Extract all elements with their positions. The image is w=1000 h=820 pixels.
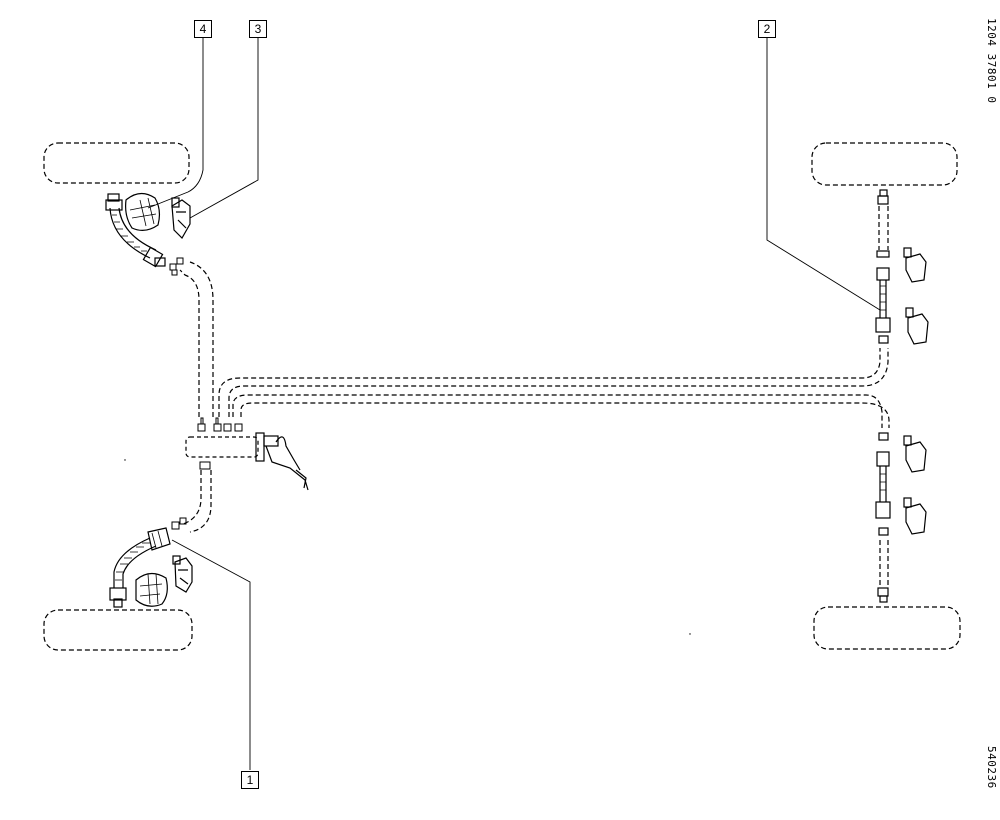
flexible-hose-rear-left (109, 527, 171, 608)
callout-label-2: 2 (758, 20, 776, 38)
bracket-rear-left (172, 555, 193, 593)
figure-number: 540236 (985, 746, 998, 789)
wheel-rear-left-outline (43, 609, 193, 651)
wheel-front-left-outline (43, 142, 190, 184)
flexible-hose-front-right (875, 189, 891, 344)
bracket-front-left (171, 197, 191, 239)
leader-line-1 (171, 539, 251, 770)
master-cylinder (185, 432, 309, 491)
calliper-front-left (125, 192, 161, 231)
callout-label-4: 4 (194, 20, 212, 38)
scan-speck (124, 459, 126, 461)
wheel-front-right-outline (811, 142, 958, 186)
brackets-front-right (903, 247, 929, 345)
fitting-rear-left-line (171, 517, 187, 530)
callout-label-1: 1 (241, 771, 259, 789)
brake-line-front-left (179, 261, 214, 417)
brake-line-front-right (218, 348, 889, 417)
reference-code: 1204 37801 0 (985, 18, 998, 104)
master-cylinder-outlets (197, 417, 243, 470)
fitting-front-left-line (169, 257, 184, 276)
leader-line-4 (147, 38, 204, 209)
flexible-hose-rear-right (875, 432, 891, 603)
scan-speck (689, 633, 691, 635)
leader-line-2 (766, 38, 881, 311)
brake-line-rear-right (232, 394, 890, 428)
calliper-rear-left (135, 572, 168, 607)
callout-label-3: 3 (249, 20, 267, 38)
flexible-hose-front-left (105, 193, 166, 268)
leader-line-3 (189, 38, 259, 219)
brake-line-rear-left (182, 470, 212, 533)
brackets-rear-right (903, 435, 927, 535)
wheel-rear-right-outline (813, 606, 961, 650)
